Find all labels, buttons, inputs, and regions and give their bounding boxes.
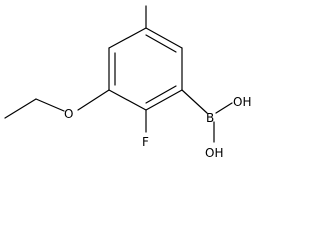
benzene-ring: [108, 27, 183, 111]
boronic-acid-group: [181, 89, 233, 143]
ring-bond-bottom-right: [145, 89, 183, 111]
ring-bond-top-left: [108, 27, 147, 49]
aryl-boron-bond: [181, 89, 208, 114]
ethyl-bond: [4, 98, 37, 119]
hydroxyl-upper-label: OH: [233, 95, 251, 109]
ring-double-bond-top-right: [145, 34, 177, 53]
boron-label: B: [206, 111, 214, 125]
ethoxy-group: [4, 89, 110, 119]
oxygen-ether-label: O: [64, 107, 73, 121]
fluorine-label: F: [142, 135, 149, 149]
ring-double-bond-bottom: [145, 85, 177, 104]
oxygen-methylene-bond: [35, 98, 65, 112]
ring-bond-bottom-left: [108, 89, 147, 111]
aryl-oxygen-bond: [77, 89, 110, 111]
ring-bond-top-right: [145, 27, 183, 49]
hydroxyl-lower-label: OH: [205, 146, 223, 160]
chemical-structure: O F B OH OH: [4, 5, 251, 160]
boron-oh-upper-bond: [215, 102, 233, 114]
